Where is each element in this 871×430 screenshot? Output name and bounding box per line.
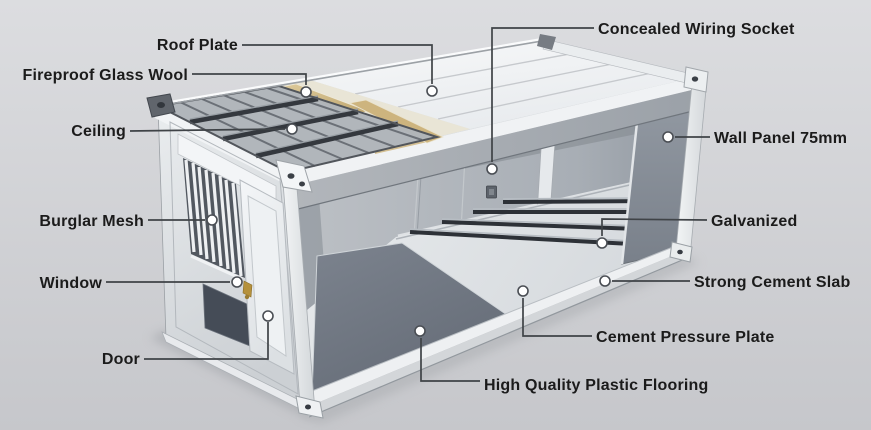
cement-slab-edge xyxy=(297,245,684,408)
label-ceiling: Ceiling xyxy=(71,123,126,140)
marker-roof-plate xyxy=(426,85,438,97)
leader-line-ceiling xyxy=(129,128,286,132)
door-lock xyxy=(242,280,253,298)
wiring-socket-face xyxy=(489,189,494,195)
casting-hole xyxy=(287,173,295,179)
leader-line-cement-pressure-plate xyxy=(522,298,592,337)
roof-back-highlight xyxy=(157,36,549,106)
door-inner-panel xyxy=(247,195,287,357)
fascia-bottom-edge xyxy=(293,109,698,211)
marker-burglar-mesh xyxy=(206,214,218,226)
left-wall-frame-recess xyxy=(169,121,299,395)
leader-line-concealed-wiring-socket xyxy=(491,27,594,162)
marker-window xyxy=(231,276,243,288)
casting-hole xyxy=(691,76,699,82)
marker-cement-pressure-plate xyxy=(517,285,529,297)
ceiling-joists xyxy=(189,95,399,159)
corner-casting-back xyxy=(537,34,556,50)
corner-castings xyxy=(146,34,709,419)
leader-line-door xyxy=(144,322,269,360)
leader-line-galvanized xyxy=(601,218,708,236)
leader-line-roof-plate xyxy=(242,44,433,84)
roof-back-edge xyxy=(157,39,549,107)
window-sill xyxy=(190,254,243,281)
casting-hole xyxy=(157,102,165,108)
fascia-white-lip xyxy=(288,76,700,186)
marker-fireproof-glass-wool xyxy=(300,86,312,98)
door-lock-knob xyxy=(244,294,250,300)
label-cement-pressure-plate: Cement Pressure Plate xyxy=(596,329,775,346)
marker-high-quality-plastic-flooring xyxy=(414,325,426,337)
casting-hole xyxy=(677,249,683,255)
leader-line-fireproof-glass-wool xyxy=(192,73,307,85)
label-fireproof-glass-wool: Fireproof Glass Wool xyxy=(23,67,189,84)
label-wall-panel-75mm: Wall Panel 75mm xyxy=(714,130,847,147)
burglar-mesh-bars xyxy=(184,159,243,277)
marker-galvanized xyxy=(596,237,608,249)
label-high-quality-plastic-flooring: High Quality Plastic Flooring xyxy=(484,377,709,394)
marker-concealed-wiring-socket xyxy=(486,163,498,175)
leader-line-high-quality-plastic-flooring xyxy=(420,338,480,382)
marker-ceiling xyxy=(286,123,298,135)
label-concealed-wiring-socket: Concealed Wiring Socket xyxy=(598,21,795,38)
label-burglar-mesh: Burglar Mesh xyxy=(39,213,144,230)
marker-strong-cement-slab xyxy=(599,275,611,287)
base-bottom-edge xyxy=(308,257,688,418)
base-frame xyxy=(161,244,688,418)
left-wall-top-beam xyxy=(155,106,288,184)
casting-hole xyxy=(305,404,311,410)
casting-hole xyxy=(299,181,305,187)
label-strong-cement-slab: Strong Cement Slab xyxy=(694,274,851,291)
base-top-edge xyxy=(296,244,679,398)
base-front-rail xyxy=(305,251,687,417)
marker-wall-panel-75mm xyxy=(662,131,674,143)
roof-plate-seams xyxy=(354,49,671,120)
fascia-side-rail xyxy=(291,88,700,210)
label-roof-plate: Roof Plate xyxy=(157,37,238,54)
label-window: Window xyxy=(40,275,103,292)
label-door: Door xyxy=(102,351,140,368)
marker-door xyxy=(262,310,274,322)
label-galvanized: Galvanized xyxy=(711,213,797,230)
